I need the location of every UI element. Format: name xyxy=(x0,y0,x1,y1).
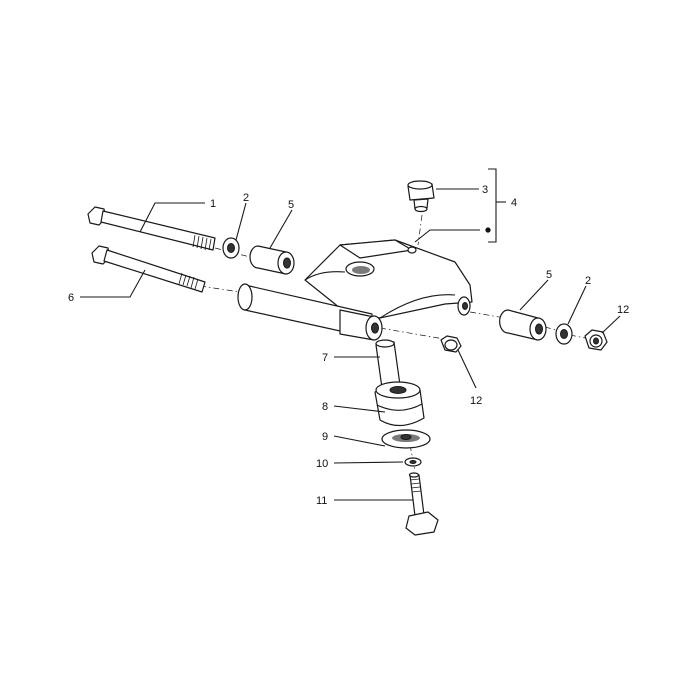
callout-7: 7 xyxy=(322,352,328,364)
washer-left xyxy=(222,237,240,259)
swing-arm xyxy=(237,239,473,341)
leader-lines xyxy=(80,188,621,501)
nut-center xyxy=(440,335,462,353)
grease-nipple xyxy=(407,180,435,213)
small-washer xyxy=(404,457,422,467)
bushing-left xyxy=(249,245,295,275)
callout-labels: 1 2 3 4 5 6 5 2 12 12 7 8 9 10 11 xyxy=(68,184,629,507)
cup-washer xyxy=(381,429,431,449)
callout-3: 3 xyxy=(482,184,488,196)
sleeve xyxy=(375,339,401,389)
washer-right xyxy=(555,323,573,345)
callout-12-right: 12 xyxy=(617,304,629,316)
callout-8: 8 xyxy=(322,401,328,413)
callout-6: 6 xyxy=(68,292,74,304)
rubber-mount xyxy=(374,381,425,427)
callout-12-center: 12 xyxy=(470,395,482,407)
group-bracket xyxy=(485,168,506,243)
bushing-right xyxy=(499,309,547,341)
grease-point-marker xyxy=(485,227,491,233)
callout-5-left: 5 xyxy=(288,199,294,211)
nut-right xyxy=(584,329,608,351)
callout-11: 11 xyxy=(316,495,327,507)
thread-lower xyxy=(178,272,199,290)
callout-9: 9 xyxy=(322,431,328,443)
long-bolt-upper xyxy=(87,206,216,251)
callout-10: 10 xyxy=(316,458,328,470)
callout-4: 4 xyxy=(511,197,517,209)
callout-5-right: 5 xyxy=(546,269,552,281)
long-bolt-lower xyxy=(91,245,206,293)
bolt-vertical xyxy=(405,472,439,536)
callout-2-right: 2 xyxy=(585,275,591,287)
callout-1: 1 xyxy=(210,198,216,210)
callout-2-left: 2 xyxy=(243,192,249,204)
thread-upper xyxy=(192,234,212,251)
